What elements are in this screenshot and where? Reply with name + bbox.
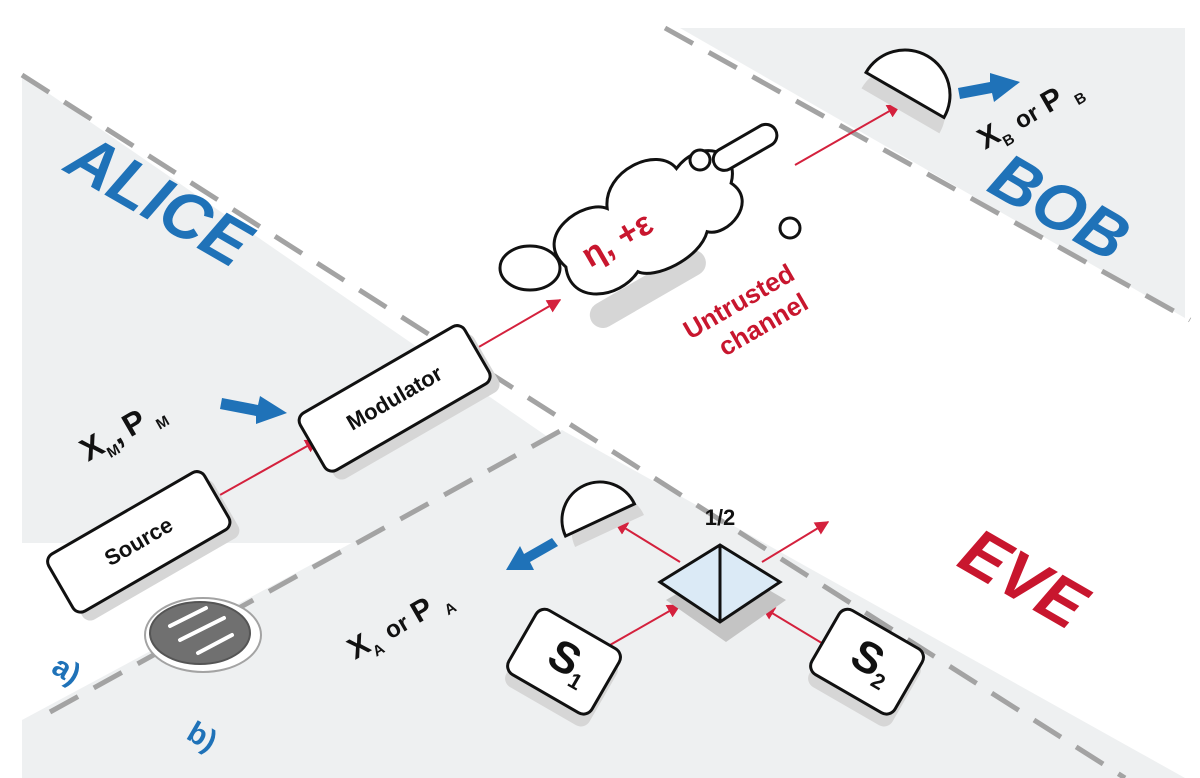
- beam-splitter: [657, 543, 786, 642]
- source-symbol-icon: [144, 597, 262, 673]
- beam-s2-to-splitter: [760, 606, 831, 649]
- s2-box: S2: [808, 607, 925, 727]
- panel-label-a: a): [47, 649, 87, 691]
- beam-s1-to-splitter: [609, 604, 682, 646]
- alice-boundary-line: [20, 72, 1127, 778]
- beam-channel-to-bob: [794, 104, 902, 166]
- eve-output-arrow-icon: [506, 538, 558, 570]
- bob-detector-icon: [861, 48, 952, 134]
- eve-label: EVE: [948, 513, 1101, 644]
- beam-splitter-ratio: 1/2: [705, 505, 736, 530]
- channel-cloud: [498, 122, 802, 328]
- beam-splitter-to-eve-detector: [613, 521, 681, 563]
- beam-source-to-modulator: [219, 439, 320, 496]
- bob-zone-background: [680, 28, 1185, 318]
- eve-detector-icon: [560, 480, 644, 548]
- source-box: Source: [46, 470, 240, 621]
- beam-splitter-out: [761, 521, 830, 563]
- channel-label: Untrusted channel: [678, 258, 813, 362]
- bob-boundary-line: [663, 25, 1192, 323]
- modulator-input-arrow-icon: [220, 396, 287, 424]
- bob-output-arrow-icon: [958, 73, 1020, 102]
- s1-box: S1: [505, 607, 622, 727]
- alice-zone-background: [22, 75, 702, 543]
- beam-modulator-to-channel: [464, 299, 562, 356]
